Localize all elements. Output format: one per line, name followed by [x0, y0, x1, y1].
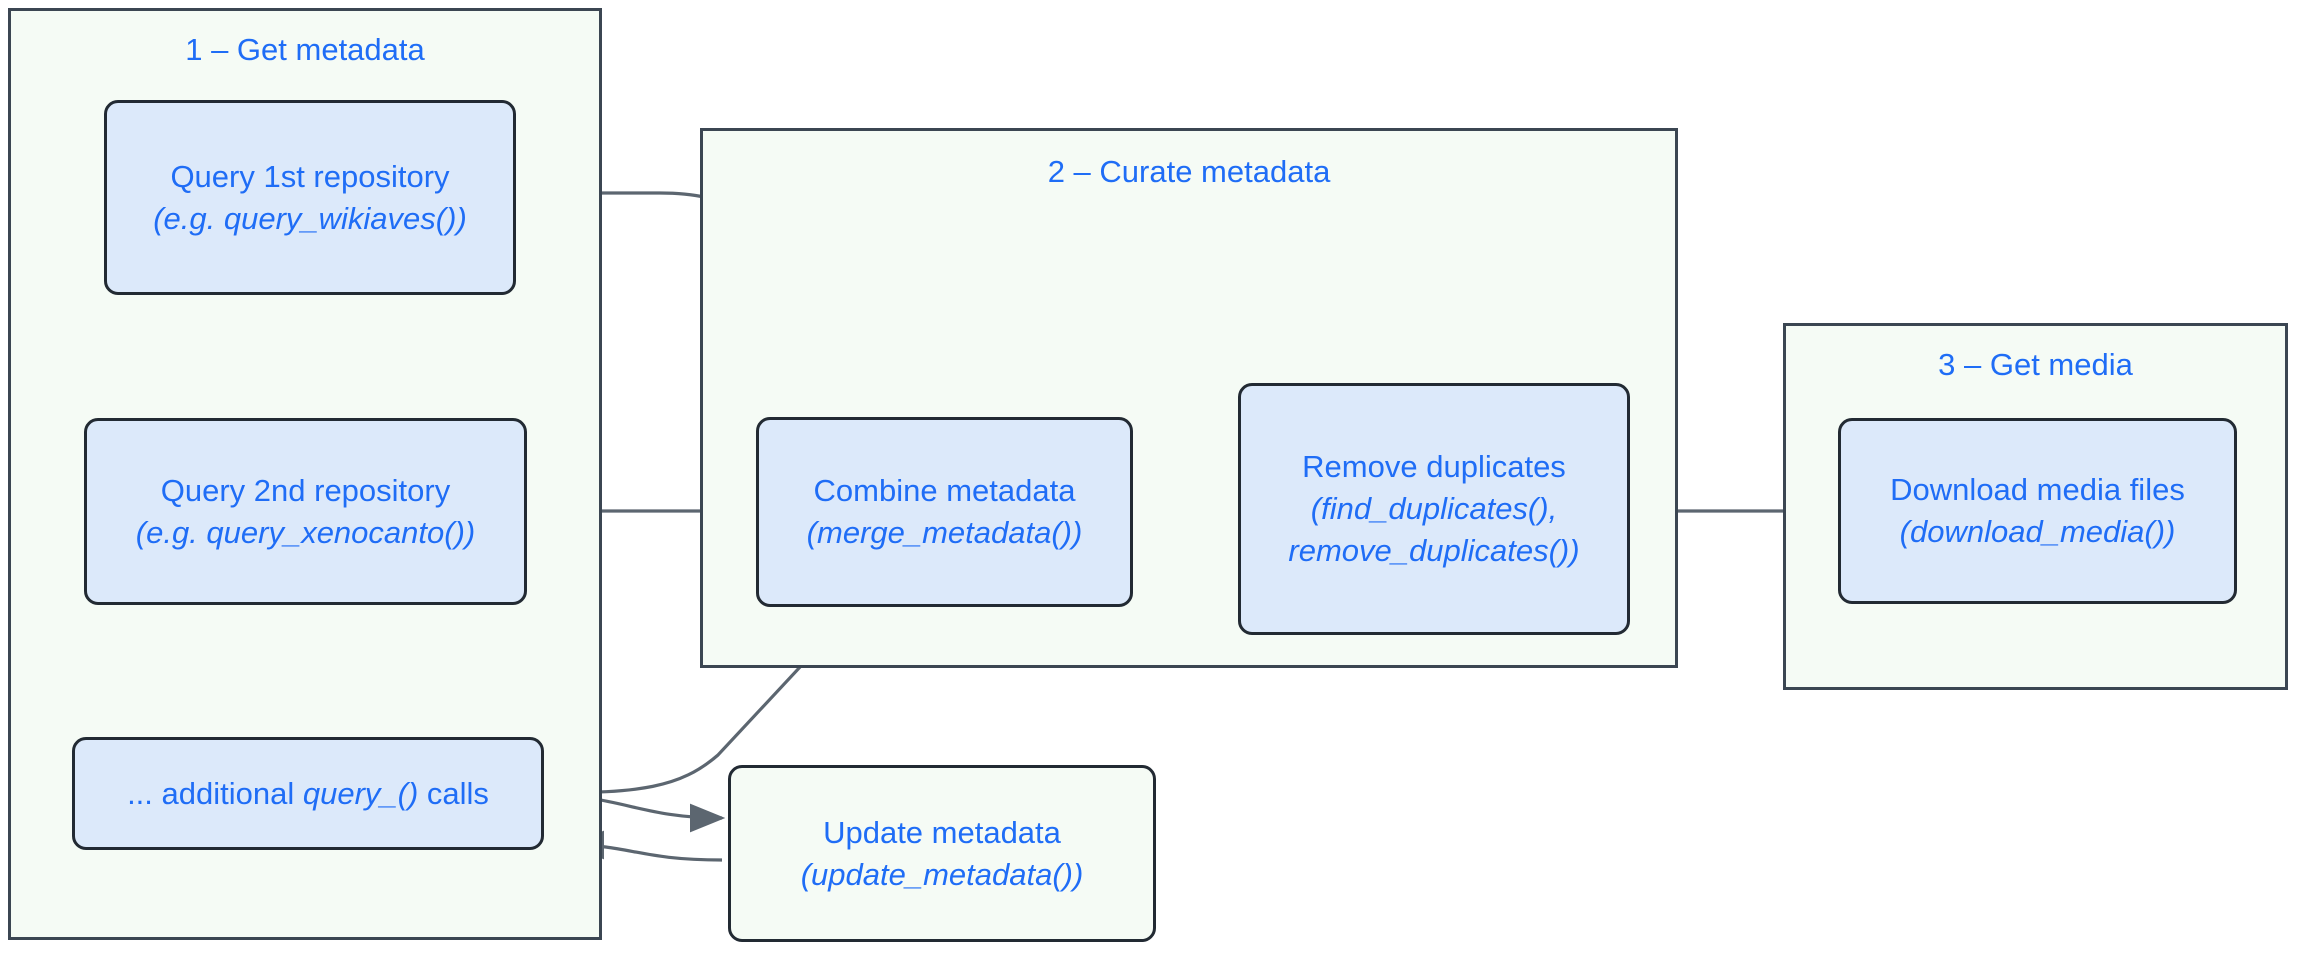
node-remove-duplicates[interactable]: Remove duplicates (find_duplicates(), re… — [1238, 383, 1630, 635]
node-querymore-part2: query_() — [302, 775, 419, 811]
node-query-2nd-repository[interactable]: Query 2nd repository (e.g. query_xenocan… — [84, 418, 527, 605]
group-3-title: 3 – Get media — [1938, 347, 2133, 382]
node-dedupe-line3: remove_duplicates()) — [1288, 533, 1580, 568]
group-2-title: 2 – Curate metadata — [1047, 154, 1331, 189]
node-query2-line2: (e.g. query_xenocanto()) — [135, 514, 476, 550]
group-1-title: 1 – Get metadata — [185, 32, 425, 67]
node-query1-line1: Query 1st repository — [170, 158, 450, 194]
node-combine-metadata[interactable]: Combine metadata (merge_metadata()) — [756, 417, 1133, 607]
node-update-line2: (update_metadata()) — [800, 856, 1084, 892]
node-update-line1: Update metadata — [823, 814, 1061, 850]
node-querymore-line: ... additional query_() calls — [127, 773, 489, 815]
node-query2-line1: Query 2nd repository — [160, 472, 451, 508]
node-query-1st-repository[interactable]: Query 1st repository (e.g. query_wikiave… — [104, 100, 516, 295]
node-update-metadata[interactable]: Update metadata (update_metadata()) — [728, 765, 1156, 942]
node-dedupe-line2: (find_duplicates(), — [1310, 491, 1558, 526]
node-download-line2: (download_media()) — [1899, 514, 2176, 549]
node-query1-line2: (e.g. query_wikiaves()) — [153, 200, 467, 236]
node-additional-query-calls[interactable]: ... additional query_() calls — [72, 737, 544, 850]
node-combine-line1: Combine metadata — [813, 473, 1076, 508]
node-download-media-files[interactable]: Download media files (download_media()) — [1838, 418, 2237, 604]
node-querymore-part1: ... additional — [127, 775, 303, 811]
node-querymore-part3: calls — [418, 775, 489, 811]
node-combine-line2: (merge_metadata()) — [806, 515, 1083, 550]
node-download-line1: Download media files — [1890, 472, 2185, 507]
node-dedupe-line1: Remove duplicates — [1302, 449, 1566, 484]
